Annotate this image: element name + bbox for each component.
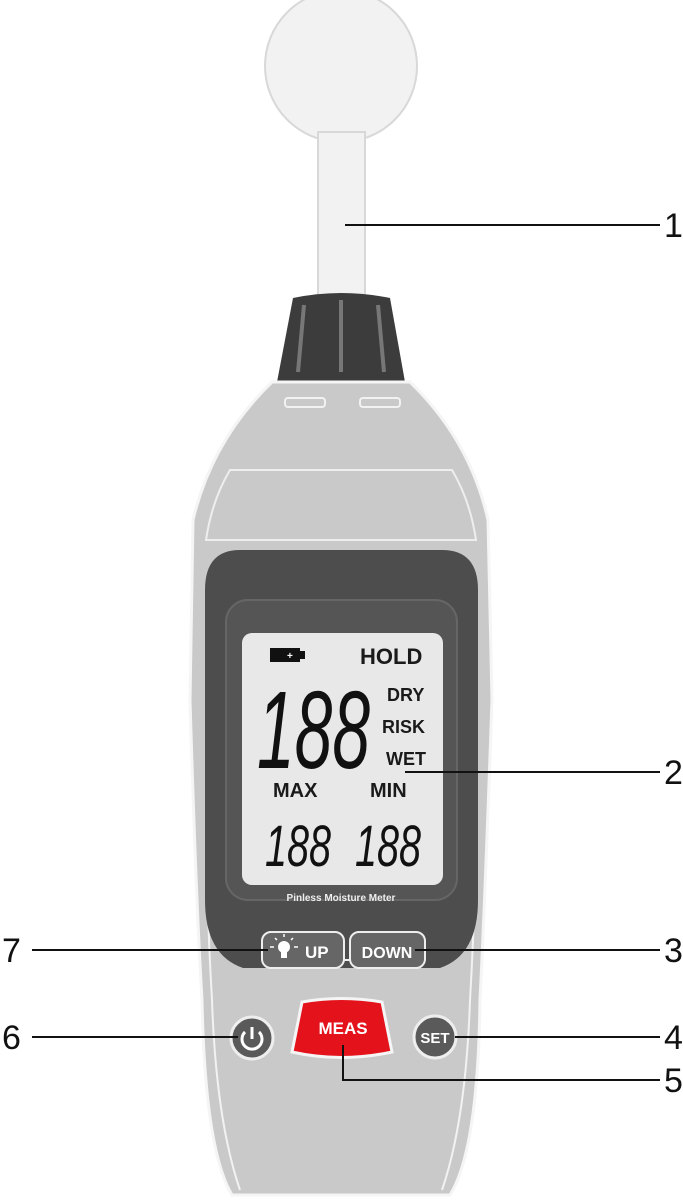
callout-1: 1 (664, 207, 683, 245)
risk-indicator: RISK (382, 717, 425, 737)
lcd-screen (242, 633, 443, 885)
sensor-stem (317, 131, 366, 303)
set-button[interactable]: SET (412, 1014, 458, 1060)
battery-icon: + (270, 648, 305, 662)
up-button[interactable]: UP (261, 931, 345, 969)
max-label: MAX (273, 780, 318, 802)
down-button[interactable]: DOWN (349, 931, 426, 969)
svg-text:SET: SET (420, 1030, 449, 1047)
callout-4: 4 (664, 1019, 683, 1057)
wet-indicator: WET (386, 749, 426, 769)
power-icon (240, 1027, 264, 1051)
callout-6: 6 (2, 1019, 21, 1057)
dry-indicator: DRY (387, 685, 424, 705)
callout-lines (32, 224, 660, 1081)
svg-text:MEAS: MEAS (318, 1019, 367, 1038)
callout-5: 5 (664, 1062, 683, 1100)
callout-3: 3 (664, 932, 683, 970)
max-reading: 188 (265, 814, 331, 879)
lightbulb-icon (270, 934, 298, 958)
svg-text:UP: UP (305, 943, 329, 962)
min-label: MIN (370, 780, 407, 802)
sensor-ball (264, 0, 418, 143)
svg-text:+: + (287, 651, 293, 662)
hold-indicator: HOLD (360, 644, 422, 669)
svg-text:DOWN: DOWN (362, 945, 413, 962)
callout-7: 7 (2, 932, 21, 970)
meas-button[interactable]: MEAS (290, 997, 394, 1059)
min-reading: 188 (355, 814, 421, 879)
product-label: Pinless Moisture Meter (287, 893, 396, 904)
callout-2: 2 (664, 754, 683, 792)
main-reading: 188 (257, 669, 370, 792)
